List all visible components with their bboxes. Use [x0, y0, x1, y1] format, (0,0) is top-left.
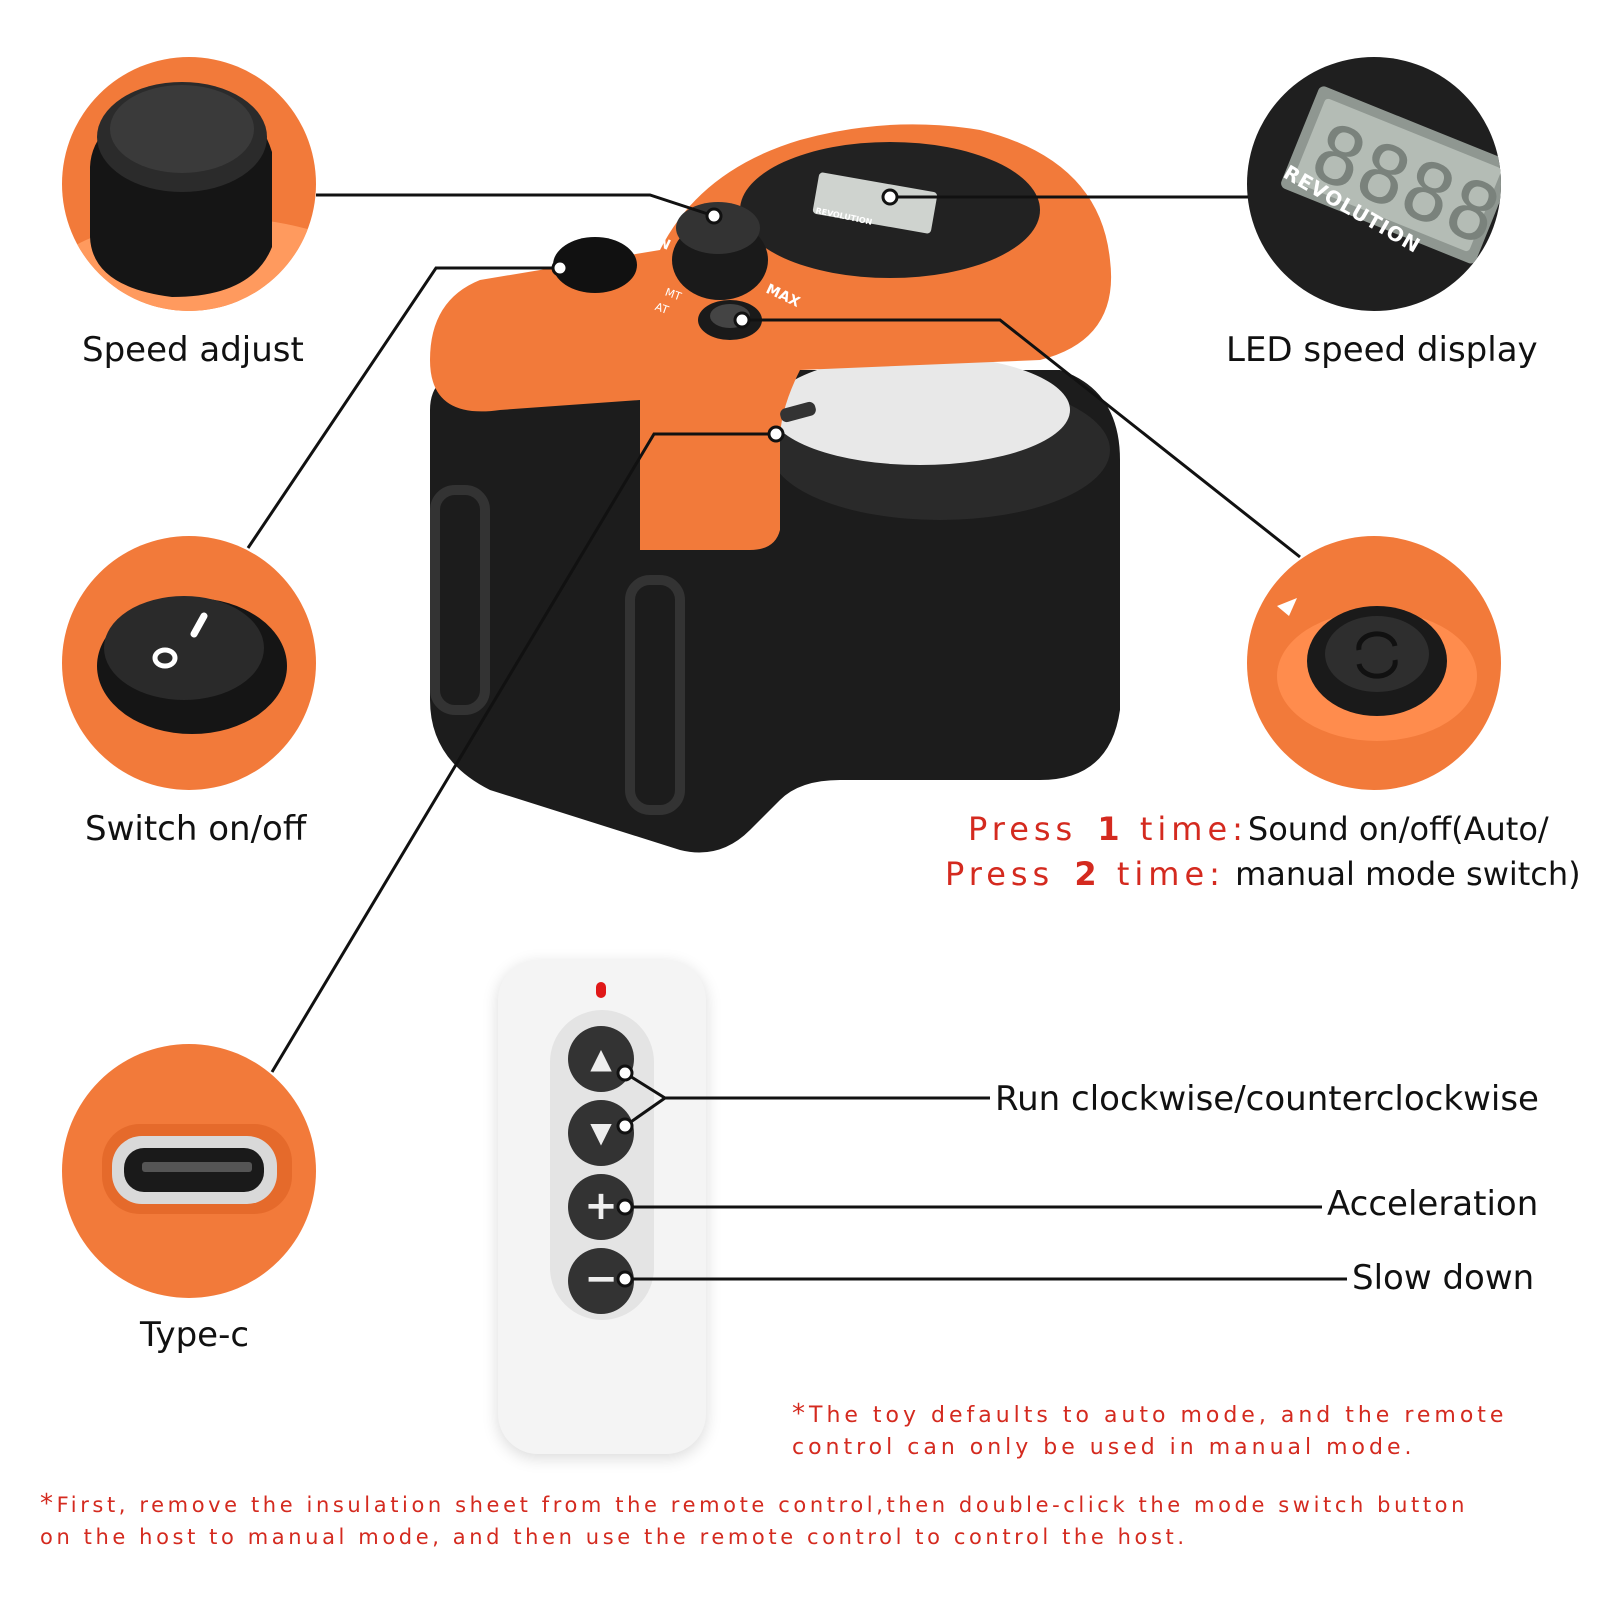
note2-line1: First, remove the insulation sheet from … [56, 1493, 1469, 1517]
speed-adjust-label: Speed adjust [82, 330, 304, 370]
press1-desc: Sound on/off(Auto/ [1247, 810, 1549, 848]
note1-line2: control can only be used in manual mode. [792, 1435, 1416, 1460]
switch-zoom [62, 536, 316, 790]
minus-icon: − [584, 1256, 618, 1302]
slow-down-label: Slow down [1352, 1258, 1535, 1298]
press2-desc: manual mode switch) [1235, 855, 1581, 893]
speed-adjust-zoom [62, 57, 316, 311]
device-illustration: MIN MAX MT AT REVOLUTION [420, 110, 1140, 870]
run-direction-label: Run clockwise/counterclockwise [995, 1079, 1539, 1119]
switch-label: Switch on/off [85, 809, 307, 849]
plus-icon: + [584, 1183, 618, 1229]
note1-line1: The toy defaults to auto mode, and the r… [809, 1403, 1508, 1428]
note-instructions: *First, remove the insulation sheet from… [40, 1488, 1580, 1553]
triangle-up-icon: ▲ [590, 1042, 612, 1075]
acceleration-label: Acceleration [1327, 1184, 1539, 1224]
note-asterisk-icon: * [40, 1489, 57, 1519]
press2-suffix: time: [1116, 855, 1225, 893]
press1-count: 1 [1097, 810, 1120, 848]
led-display-zoom: 8888 REVOLUTION [1247, 57, 1501, 311]
note-auto-mode: *The toy defaults to auto mode, and the … [792, 1398, 1552, 1464]
mode-press-1-line: Press 1 time:Sound on/off(Auto/ [968, 810, 1549, 848]
press1-suffix: time: [1139, 810, 1248, 848]
led-display-label: LED speed display [1226, 330, 1538, 370]
remote-up-button[interactable]: ▲ [568, 1026, 634, 1092]
press2-prefix: Press [945, 855, 1055, 893]
note2-line2: on the host to manual mode, and then use… [40, 1525, 1188, 1549]
note-asterisk-icon: * [792, 1399, 809, 1429]
remote-led-indicator [596, 982, 606, 998]
press2-count: 2 [1074, 855, 1097, 893]
mode-press-2-line: Press 2 time: manual mode switch) [945, 855, 1581, 893]
triangle-down-icon: ▼ [590, 1116, 612, 1149]
remote-control: ▲ ▼ + − [498, 960, 706, 1454]
remote-plus-button[interactable]: + [568, 1174, 634, 1240]
type-c-label: Type-c [140, 1315, 250, 1355]
remote-minus-button[interactable]: − [568, 1248, 634, 1314]
mode-button-zoom [1247, 536, 1501, 790]
type-c-zoom [62, 1044, 316, 1298]
press1-prefix: Press [968, 810, 1078, 848]
remote-down-button[interactable]: ▼ [568, 1100, 634, 1166]
